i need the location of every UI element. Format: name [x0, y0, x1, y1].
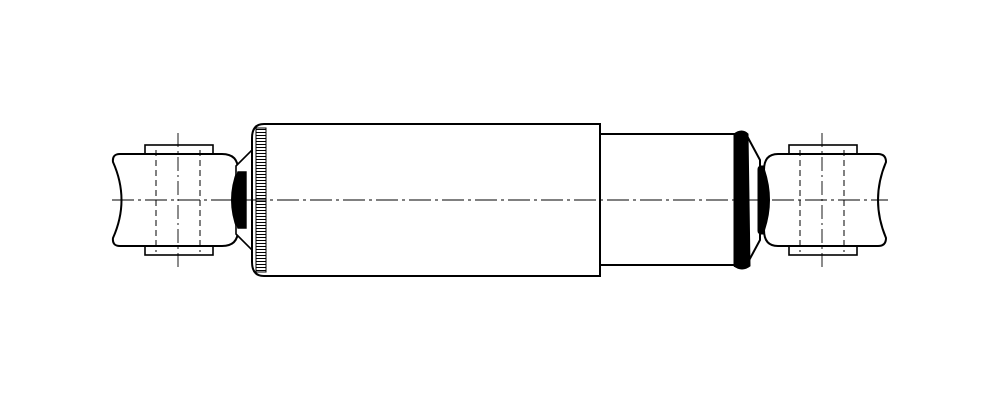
right-eye-mount: [762, 133, 888, 270]
tube-body: [599, 133, 736, 266]
left-bushing-bottom-ring: [144, 245, 214, 256]
right-bushing-bottom-ring: [788, 245, 858, 256]
inner-tube: [599, 133, 736, 266]
left-bushing-top-ring: [144, 144, 214, 155]
right-bushing-top-ring: [788, 144, 858, 155]
left-eye-mount: [111, 133, 240, 270]
